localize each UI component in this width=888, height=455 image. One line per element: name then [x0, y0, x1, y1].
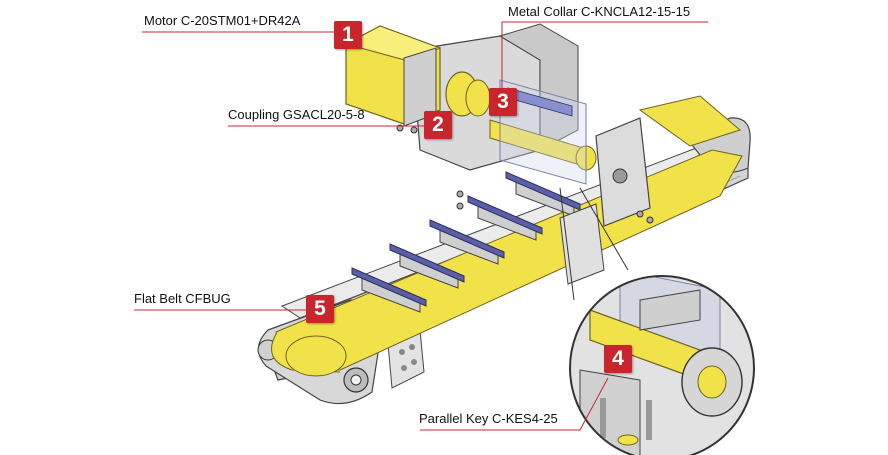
- callout-label-metal-collar: Metal Collar C-KNCLA12-15-15: [508, 4, 691, 19]
- leader-line-3: [501, 21, 708, 90]
- leader-lines: [134, 21, 708, 431]
- leader-line-4: [420, 377, 609, 431]
- callout-label-motor: Motor C-20STM01+DR42A: [144, 13, 301, 28]
- callout-label-flat-belt: Flat Belt CFBUG: [134, 291, 231, 306]
- magnified-detail-inset: [559, 187, 755, 455]
- callout-label-coupling: Coupling GSACL20-5-8: [228, 107, 365, 122]
- callout-badge-5: 5: [306, 295, 334, 323]
- callout-label-parallel-key: Parallel Key C-KES4-25: [419, 411, 558, 426]
- callout-badge-3: 3: [489, 88, 517, 116]
- callout-badge-1: 1: [334, 21, 362, 49]
- callout-badge-4: 4: [604, 345, 632, 373]
- callout-badge-2: 2: [424, 111, 452, 139]
